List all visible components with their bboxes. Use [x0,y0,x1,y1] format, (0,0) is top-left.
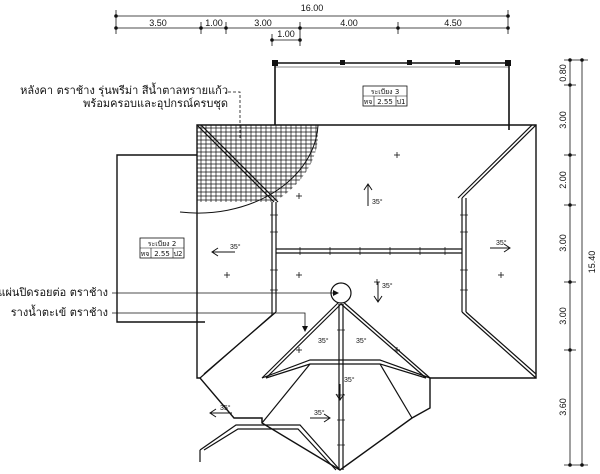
level-tag-2-value: 2.55 [154,250,170,258]
leader-arrowhead-2 [302,326,308,332]
right-dimension-dots [568,58,584,467]
level-tag-2-suffix: ป2 [174,250,183,258]
top-segment-4: 4.00 [340,18,358,28]
level-tag-3-value: 2.55 [377,98,393,106]
level-tag-2: ระเบียง 2 หจ 2.55 ป2 [139,237,185,259]
reference-plus-marks [224,152,504,353]
right-segment-2: 3.00 [558,111,568,129]
level-tag-3-code: หจ [364,98,373,106]
overall-height-label: 15.40 [587,251,597,274]
callout-leaders [112,91,333,330]
gutter-dashes [270,214,468,446]
slope-label-bottom-left: 35° [220,404,231,412]
right-segment-3: 2.00 [558,171,568,189]
roof-material-callout-line1: หลังคา ตราช้าง รุ่นพรีม่า สีน้ำตาลทรายแก… [20,84,228,97]
roof-hip-lines [196,124,537,471]
right-segment-5: 3.00 [558,307,568,325]
hatch-zone-arc [179,124,319,214]
slope-label-lower: 35° [344,376,355,384]
small-segment-label: 1.00 [277,29,295,39]
roof-material-callout-line2: พร้อมครอบและอุปกรณ์ครบชุด [83,97,228,110]
top-segment-2: 1.00 [205,18,223,28]
fascia-board-callout: แผ่นปิดรอยต่อ ตราช้าง [0,286,108,299]
balcony-3-posts [272,60,511,66]
slope-label-right: 35° [496,239,507,247]
top-dimension-lines [115,10,509,46]
top-segment-3: 3.00 [254,18,272,28]
level-tag-3-label: ระเบียง 3 [371,88,400,96]
slope-label-top: 35° [372,198,383,206]
slope-label-left: 35° [230,243,241,251]
slope-arrows [209,183,511,423]
balcony-2-outline [116,154,205,323]
level-tag-3: ระเบียง 3 หจ 2.55 ป1 [362,85,408,107]
slope-label-gable-left: 35° [318,337,329,345]
gutter-callout: รางน้ำตะเข้ ตราช้าง [10,306,108,319]
level-tag-3-suffix: ป1 [397,98,406,106]
top-dimension-dots [114,14,510,42]
right-segment-4: 3.00 [558,234,568,252]
leader-arrowhead-1 [333,290,339,296]
overall-width-label: 16.00 [301,3,324,13]
slope-label-center: 35° [382,282,393,290]
right-segment-1: 0.80 [558,64,568,82]
level-tag-2-label: ระเบียง 2 [148,240,177,248]
roof-tile-hatching [197,125,318,202]
main-roof-outline [196,124,537,471]
top-segment-1: 3.50 [149,18,167,28]
level-tag-2-code: หจ [141,250,150,258]
slope-label-bottom-right: 35° [314,409,325,417]
top-segment-5: 4.50 [444,18,462,28]
slope-label-gable-right: 35° [356,337,367,345]
right-segment-6: 3.60 [558,398,568,416]
balcony-3-outline [274,62,510,130]
